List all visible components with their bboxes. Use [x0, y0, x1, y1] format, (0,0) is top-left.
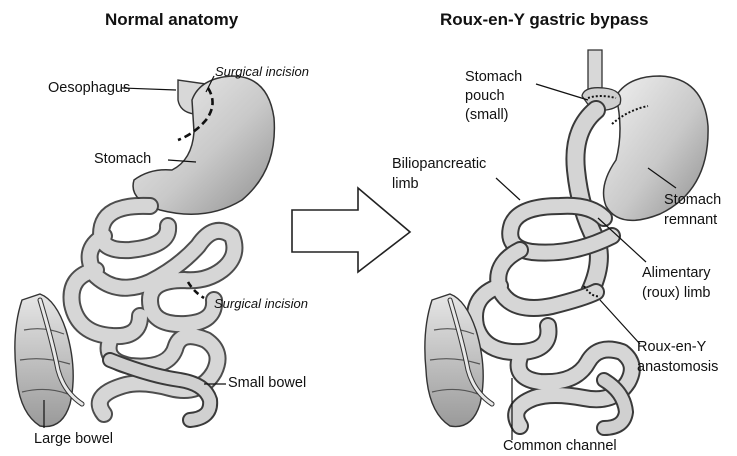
label-stomach-pouch-line3: (small) — [465, 106, 509, 125]
label-biliopancreatic-line1: Biliopancreatic — [392, 155, 486, 174]
label-large-bowel: Large bowel — [34, 430, 113, 449]
label-stomach-pouch-line1: Stomach — [465, 68, 522, 87]
label-oesophagus: Oesophagus — [48, 79, 130, 98]
label-biliopancreatic-line2: limb — [392, 175, 419, 194]
label-stomach-remnant-line2: remnant — [664, 211, 717, 230]
transition-arrow — [292, 188, 410, 272]
label-stomach-pouch-line2: pouch — [465, 87, 505, 106]
label-stomach-remnant-line1: Stomach — [664, 191, 721, 210]
label-common-channel: Common channel — [503, 437, 617, 456]
leader-pouch — [536, 84, 588, 100]
leader-biliopancreatic — [496, 178, 520, 200]
leader-anastomosis — [600, 300, 640, 344]
label-anastomosis-line1: Roux-en-Y — [637, 338, 706, 357]
label-stomach: Stomach — [94, 150, 151, 169]
label-alimentary-line2: (roux) limb — [642, 284, 710, 303]
label-surgical-incision-top: Surgical incision — [215, 62, 309, 81]
stomach-shape — [133, 76, 274, 214]
label-anastomosis-line2: anastomosis — [637, 358, 718, 377]
label-alimentary-line1: Alimentary — [642, 264, 711, 283]
label-surgical-incision-bottom: Surgical incision — [214, 294, 308, 313]
label-small-bowel: Small bowel — [228, 374, 306, 393]
